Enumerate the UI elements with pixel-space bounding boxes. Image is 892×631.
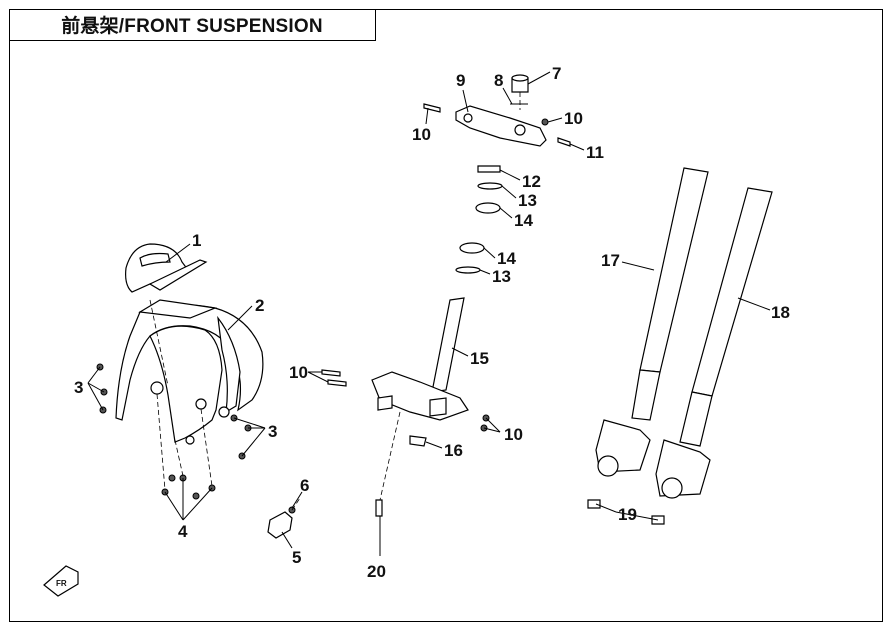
leader-lines	[87, 71, 771, 556]
right-fork-part	[651, 187, 773, 525]
callout-18: 18	[771, 303, 790, 322]
callout-15: 15	[470, 349, 489, 368]
top-triple-clamp-part	[423, 103, 571, 147]
callout-4: 4	[178, 522, 188, 541]
callout-3-left: 3	[74, 378, 83, 397]
bottom-triple-clamp-part	[321, 369, 490, 517]
callout-17: 17	[601, 251, 620, 270]
callout-7: 7	[552, 64, 561, 83]
fender-bolts-part	[96, 299, 252, 500]
callout-14-upper: 14	[514, 211, 533, 230]
top-nut-part	[510, 74, 529, 110]
callout-13-upper: 13	[518, 191, 537, 210]
front-arrow-icon: FR	[43, 565, 79, 597]
steering-stem-part	[431, 297, 465, 393]
callout-16: 16	[444, 441, 463, 460]
callout-12: 12	[522, 172, 541, 191]
callout-3-right: 3	[268, 422, 277, 441]
headlight-cover-part	[125, 243, 208, 293]
callout-labels: 1 2 3 3 4 5 6 7 8 9 10 10 10 10 11 12 13…	[74, 64, 790, 581]
svg-text:FR: FR	[56, 579, 67, 588]
callout-6: 6	[300, 476, 309, 495]
callout-10-bottom-left: 10	[289, 363, 308, 382]
bracket-part	[267, 497, 301, 539]
callout-20: 20	[367, 562, 386, 581]
callout-10-top-left: 10	[412, 125, 431, 144]
callout-8: 8	[494, 71, 503, 90]
callout-13-lower: 13	[492, 267, 511, 286]
callout-19: 19	[618, 505, 637, 524]
callout-1: 1	[192, 231, 201, 250]
callout-10-bottom-right: 10	[504, 425, 523, 444]
callout-11: 11	[586, 143, 604, 162]
callout-14-lower: 14	[497, 249, 516, 268]
callout-5: 5	[292, 548, 301, 567]
diagram-frame	[9, 9, 883, 622]
title-box: 前悬架/FRONT SUSPENSION	[9, 9, 376, 41]
front-fender-part	[115, 299, 264, 445]
bearing-stack-part	[455, 165, 503, 274]
callout-10-top-right: 10	[564, 109, 583, 128]
left-fork-part	[587, 167, 709, 509]
callout-9: 9	[456, 71, 465, 90]
callout-2: 2	[255, 296, 264, 315]
page-title: 前悬架/FRONT SUSPENSION	[61, 16, 323, 37]
